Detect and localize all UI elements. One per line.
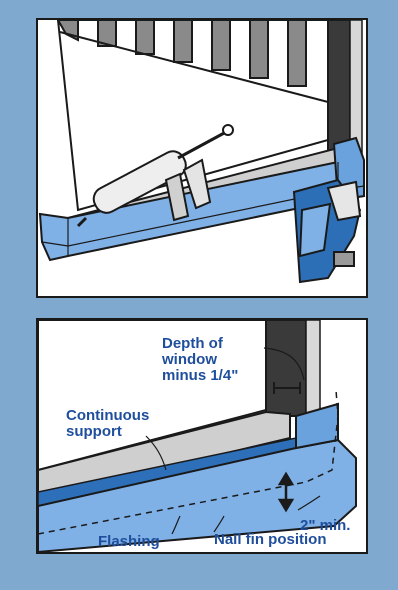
nail-fin-label: Nail fin position <box>214 532 327 548</box>
depth-label: Depth of window minus 1/4" <box>162 336 238 384</box>
top-panel <box>36 18 368 298</box>
bottom-panel: Depth of window minus 1/4" Continuous su… <box>36 318 368 554</box>
support-label: Continuous support <box>66 408 149 440</box>
flashing-label: Flashing <box>98 534 160 550</box>
top-illustration <box>38 20 366 296</box>
stapler-icon <box>294 180 360 282</box>
right-jamb <box>328 20 350 160</box>
